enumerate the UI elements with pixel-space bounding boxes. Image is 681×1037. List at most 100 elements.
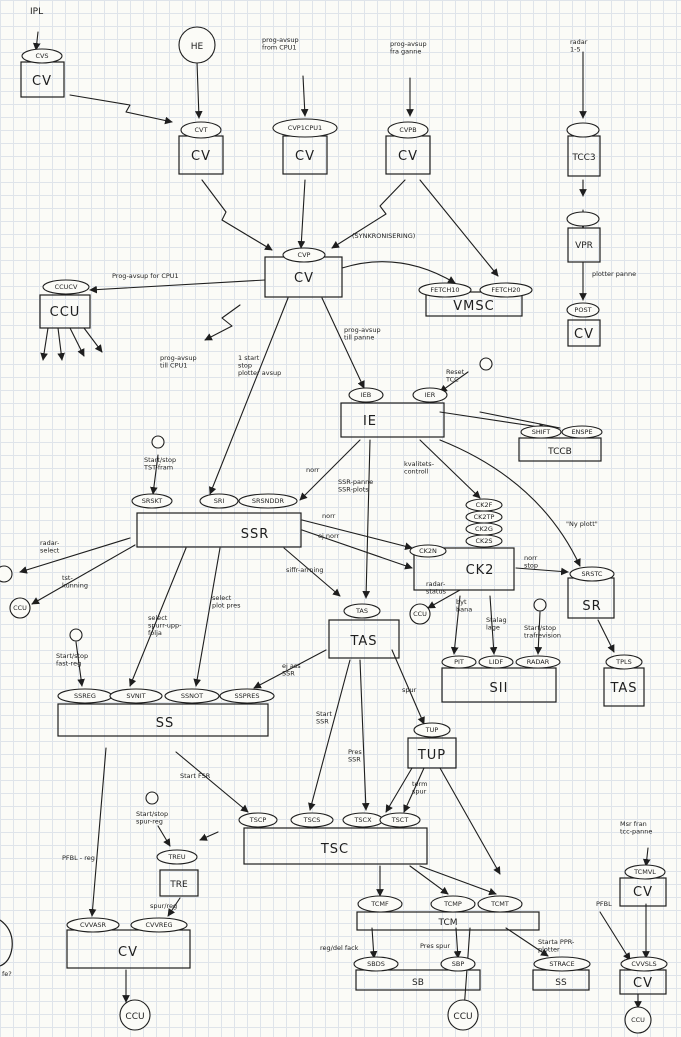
port-label: FETCH10 [430, 286, 459, 294]
port-label: CVVREG [145, 921, 172, 929]
port-label: SSREG [74, 692, 96, 700]
node-title: VMSC [453, 299, 494, 314]
annotation: Prog-avsup for CPU1 [112, 272, 179, 280]
node-title: SS [156, 716, 175, 731]
node-title: IE [363, 414, 377, 429]
node-title: SB [412, 978, 424, 988]
port-ovals [21, 48, 668, 972]
port-label: IEB [361, 391, 371, 399]
annotation: siffr-arrning [286, 566, 324, 574]
node-title: TCCB [547, 447, 572, 457]
node-title: SR [582, 599, 601, 614]
node-title: TUP [417, 748, 446, 763]
node-title: CV [633, 976, 653, 991]
annotation: Start FSR [180, 772, 211, 780]
port-label: SBP [452, 960, 465, 968]
annotation: norr [306, 466, 320, 474]
terminal-label: CCU [453, 1012, 472, 1022]
annotation: radar-status [426, 580, 447, 595]
node-title: TCM [437, 918, 457, 928]
annotation: Pres spur [420, 942, 450, 950]
annotation: (SYNKRONISERING) [352, 232, 415, 240]
port-label: TSCT [391, 816, 409, 824]
annotation: ej norr [318, 532, 340, 540]
port-label: RADAR [527, 658, 550, 666]
port-label: TCMVL [633, 868, 656, 876]
node-title: CV [294, 271, 314, 286]
terminal-label: HE [191, 42, 204, 52]
terminal-label: CCU [125, 1012, 144, 1022]
annotation: tst-kunning [62, 574, 88, 589]
annotation: IPL [30, 7, 43, 17]
annotation: plotter panne [592, 270, 636, 278]
terminal-label: CCU [631, 1016, 645, 1024]
port-label: CVT [195, 126, 208, 134]
annotation: Starta PPR-plotter [538, 938, 575, 953]
port-label: CK2TP [474, 513, 495, 521]
port-label: LIDF [489, 658, 504, 666]
port-label: CK2G [475, 525, 493, 533]
port-label: TSCP [249, 816, 267, 824]
port-label: SVNIT [126, 692, 145, 700]
port-label: TCMT [490, 900, 509, 908]
port-label: SSNOT [181, 692, 203, 700]
node-title: TAS [349, 634, 377, 649]
terminal-label: CCU [13, 604, 27, 612]
annotation: kvalitets-controll [404, 460, 435, 475]
annotation: PFBL [596, 900, 612, 908]
port-label: CCUCV [55, 283, 78, 291]
port-label: CVVSLS [631, 960, 656, 968]
port-label: FETCH20 [491, 286, 520, 294]
annotation: norr [322, 512, 336, 520]
port-label: STRACE [549, 960, 574, 968]
node-title: CV [118, 945, 138, 960]
annotation: "Ny plott" [566, 520, 598, 528]
terminal-label: CCU [413, 610, 427, 618]
node-title: CV [32, 74, 52, 89]
node-title: CCU [50, 305, 81, 320]
port-label: CVP1CPU1 [288, 124, 322, 132]
node-title: CK2 [466, 563, 495, 578]
node-title: SSR [241, 527, 270, 542]
port-label: TAS [355, 607, 368, 615]
port-label: SRSTC [582, 570, 603, 578]
port-label: CVP [298, 251, 311, 259]
node-title: SII [490, 681, 509, 696]
port-label: SRI [214, 497, 225, 505]
port-label: TUP [425, 726, 439, 734]
port-label: SRSNDDR [252, 497, 285, 505]
port-label: CK2N [419, 547, 437, 555]
annotation: spur/reg [150, 902, 177, 910]
port-label: CK2F [476, 501, 493, 509]
port-label: CVPB [399, 126, 416, 134]
node-title: TAS [609, 681, 637, 696]
node-title: CV [633, 885, 653, 900]
port-label: TSCS [303, 816, 321, 824]
port-label: SBDS [367, 960, 385, 968]
annotation: spur [402, 686, 417, 694]
node-title: CV [191, 149, 211, 164]
port-label: POST [574, 306, 591, 314]
node-title: CV [574, 327, 594, 342]
